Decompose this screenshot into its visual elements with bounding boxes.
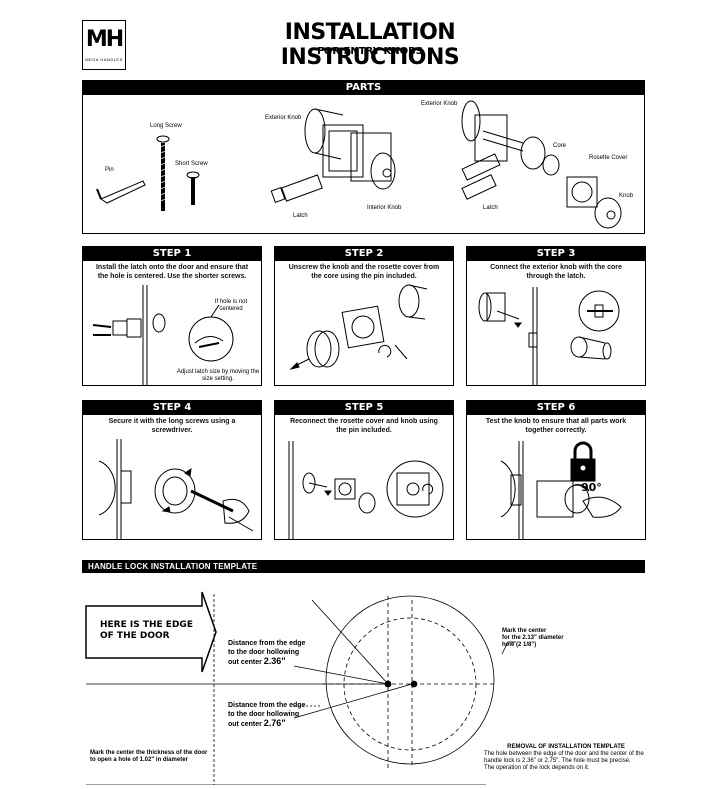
distance-2-value: 2.76" [263,718,286,728]
step-2-panel: STEP 2 Unscrew the knob and the rosette … [274,246,454,386]
step-5-illustration [288,441,444,539]
template-heading: HANDLE LOCK INSTALLATION TEMPLATE [82,560,645,573]
step-1-text: Install the latch onto the door and ensu… [95,264,249,280]
label-latch-a: Latch [293,213,308,219]
step-6-angle: 90° [581,481,602,494]
distance-2-line-3: out center [228,721,262,728]
removal-line-2: handle lock is 2.36" or 2.75". The hole … [484,758,631,764]
lock-icon [570,441,596,482]
center-note-line-3: hole (2 1/8") [502,642,537,648]
distance-1-value: 2.36" [263,656,286,666]
step-1-note-a: If hole is not centered [214,299,248,312]
step-3-text: Connect the exterior knob with the core … [490,264,622,280]
label-short-screw: Short Screw [175,161,208,167]
distance-2-line-1: Distance from the edge [228,702,306,709]
center-note-line-2: for the 2.13" diameter [502,635,564,641]
step-3-illustration [478,287,620,385]
step-6-title: STEP 6 [467,401,645,415]
label-rosette-cover: Rosette Cover [589,155,628,161]
distance-1-text: Distance from the edge to the door hollo… [228,640,305,668]
edge-label-line-2: OF THE DOOR [100,631,170,641]
distance-1-line-1: Distance from the edge [228,640,306,647]
parts-panel: PARTS Long Screw [82,80,645,234]
label-long-screw: Long Screw [150,123,182,129]
edge-label-line-1: HERE IS THE EDGE [100,620,193,630]
label-core: Core [553,143,567,149]
label-knob: Knob [619,193,634,199]
removal-line-3: The operation of the lock depends on it. [484,765,590,771]
step-2-title: STEP 2 [275,247,453,261]
step-6-panel: STEP 6 Test the knob to ensure that all … [466,400,646,540]
step-5-title: STEP 5 [275,401,453,415]
step-5-panel: STEP 5 Reconnect the rosette cover and k… [274,400,454,540]
step-4-panel: STEP 4 Secure it with the long screws us… [82,400,262,540]
removal-title: REMOVAL OF INSTALLATION TEMPLATE [507,744,625,750]
thickness-note: Mark the center the thickness of the doo… [90,750,207,764]
template-drawing [85,591,516,786]
thickness-note-line-1: Mark the center the thickness of the doo… [90,750,208,756]
step-4-illustration [98,439,254,539]
step-1-title: STEP 1 [83,247,261,261]
brand-name: MEGA HANDLES [85,56,123,62]
brand-logo: MH MEGA HANDLES [82,20,126,70]
distance-2-text: Distance from the edge to the door hollo… [228,702,305,730]
label-latch-b: Latch [483,205,498,211]
parts-illustration [96,100,622,229]
thickness-note-line-2: to open a hole of 1.02" in diameter [90,757,188,763]
step-3-panel: STEP 3 Connect the exterior knob with th… [466,246,646,386]
step-5-text: Reconnect the rosette cover and knob usi… [290,418,438,434]
step-3-title: STEP 3 [467,247,645,261]
installation-template: HERE IS THE EDGE OF THE DOOR Distance fr… [82,580,648,786]
step-1-illustration [92,285,234,385]
step-4-text: Secure it with the long screws using a s… [108,418,236,434]
page-subtitle: FOR ENTRY KNOBS [317,46,423,57]
step-2-text: Unscrew the knob and the rosette cover f… [288,264,440,280]
distance-2-line-2: to the door hollowing [228,710,300,718]
step-4-title: STEP 4 [83,401,261,415]
label-exterior-knob-a: Exterior Knob [265,115,302,121]
distance-1-line-2: to the door hollowing [228,648,300,656]
distance-1-line-3: out center [228,659,262,666]
label-exterior-knob-b: Exterior Knob [421,101,458,107]
edge-label: HERE IS THE EDGE OF THE DOOR [100,620,193,642]
brand-mark: MH [85,26,124,52]
step-6-text: Test the knob to ensure that all parts w… [485,418,627,434]
label-pin: Pin [105,167,114,173]
center-note-line-1: Mark the center [502,628,547,634]
center-note: Mark the center for the 2.13" diameter h… [502,628,564,649]
step-2-illustration [289,284,428,370]
step-1-note-b: Adjust latch size by moving the size set… [176,369,260,382]
parts-heading: PARTS [83,81,644,95]
removal-note: REMOVAL OF INSTALLATION TEMPLATE The hol… [484,744,648,772]
removal-line-1: The hole between the edge of the door an… [484,751,644,757]
page-title: INSTALLATION INSTRUCTIONS [280,20,460,70]
step-6-illustration [500,441,622,539]
label-interior-knob: Interior Knob [367,205,402,211]
step-1-panel: STEP 1 Install the latch onto the door a… [82,246,262,386]
